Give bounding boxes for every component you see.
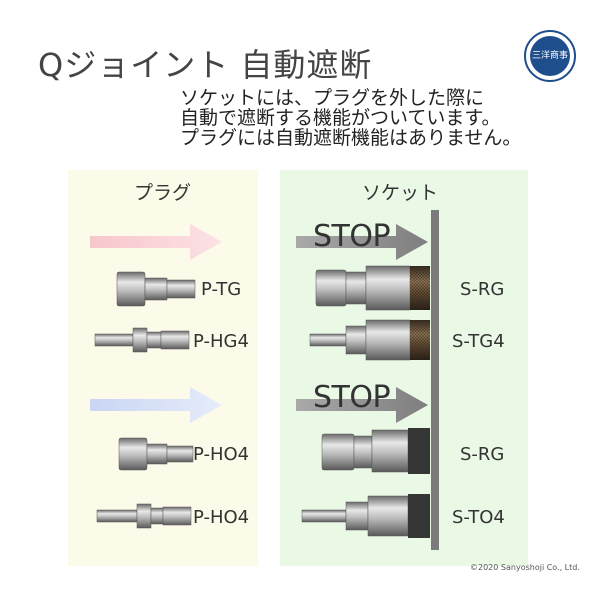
plug-label-p-ho4-1: P-HO4 (193, 444, 250, 465)
plug-label-p-tg: P-TG (201, 279, 242, 300)
plug-p-hg4-image (94, 327, 190, 353)
socket-s-tg4-image (309, 319, 430, 361)
plug-p-ho4-image-2 (96, 503, 192, 529)
description-line-3: プラグには自動遮断機能はありません。 (180, 127, 522, 149)
socket-s-to4-image (301, 494, 430, 538)
socket-label-s-to4: S-TO4 (452, 507, 505, 528)
socket-panel-title: ソケット (362, 182, 439, 204)
plug-label-p-ho4-2: P-HO4 (193, 507, 250, 528)
socket-label-s-rg-2: S-RG (460, 444, 505, 465)
plug-label-p-hg4: P-HG4 (193, 331, 249, 352)
stop-arrow-lower (296, 387, 428, 423)
description-line-2: 自動で遮断する機能がついています。 (180, 107, 501, 129)
stop-arrow-upper (296, 224, 428, 260)
page-title: Qジョイント 自動遮断 (38, 46, 373, 84)
blue-arrow (90, 387, 222, 423)
description: ソケットには、プラグを外した際に 自動で遮断する機能がついています。 プラグには… (180, 88, 521, 148)
pink-arrow (90, 224, 222, 260)
socket-s-rg-image-2 (321, 428, 430, 474)
description-line-1: ソケットには、プラグを外した際に (180, 87, 485, 109)
socket-label-s-tg4: S-TG4 (452, 331, 505, 352)
stop-label-lower: STOP (313, 380, 391, 415)
plug-panel-title: プラグ (134, 182, 192, 204)
copyright: ©2020 Sanyoshoji Co., Ltd. (470, 563, 580, 572)
socket-s-rg-image-1 (315, 265, 430, 311)
company-logo-mark: 三洋商事 (530, 36, 570, 76)
plug-p-ho4-image-1 (118, 437, 194, 471)
plug-p-tg-image (116, 271, 196, 307)
company-logo: 三洋商事 (524, 30, 576, 82)
stop-label-upper: STOP (313, 219, 391, 254)
shutoff-wall (431, 210, 439, 550)
socket-label-s-rg-1: S-RG (460, 279, 505, 300)
